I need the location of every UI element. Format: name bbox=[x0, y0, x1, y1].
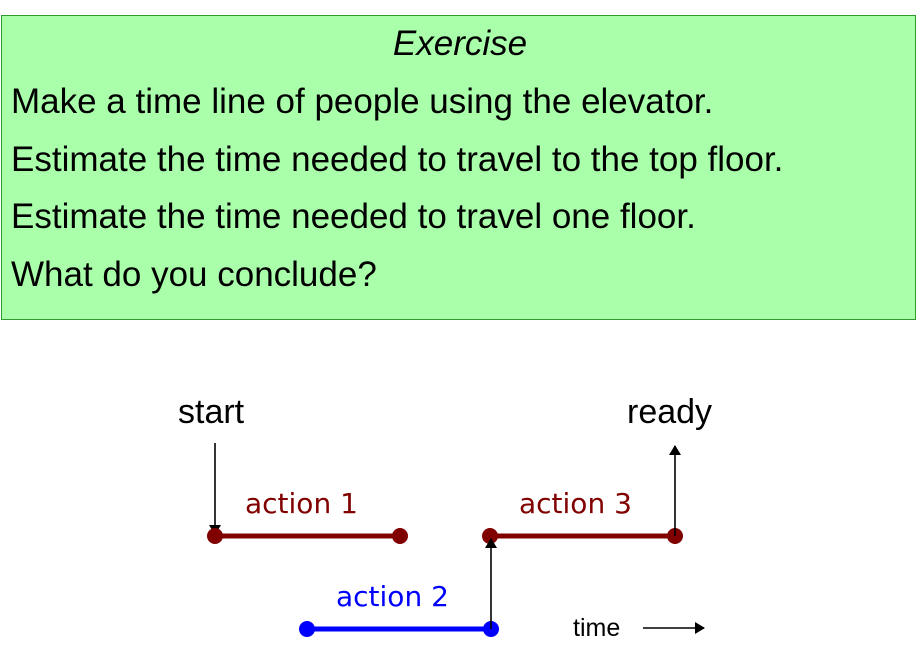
ready-label: ready bbox=[627, 393, 712, 431]
action-3-start-dot bbox=[482, 528, 498, 544]
exercise-title: Exercise bbox=[392, 24, 528, 63]
action-1-end-dot bbox=[392, 528, 408, 544]
action-2-label: action 2 bbox=[336, 580, 449, 613]
action-2-start-dot bbox=[299, 621, 315, 637]
action-1-start-dot bbox=[207, 528, 223, 544]
action-1-label: action 1 bbox=[245, 487, 358, 520]
exercise-line-1: Make a time line of people using the ele… bbox=[11, 82, 714, 121]
exercise-line-2: Estimate the time needed to travel to th… bbox=[11, 140, 784, 179]
time-label: time bbox=[573, 614, 620, 642]
action-3-label: action 3 bbox=[519, 487, 632, 520]
exercise-box bbox=[1, 15, 916, 320]
exercise-line-4: What do you conclude? bbox=[11, 255, 377, 294]
start-label: start bbox=[178, 393, 245, 431]
exercise-line-3: Estimate the time needed to travel one f… bbox=[11, 197, 696, 236]
